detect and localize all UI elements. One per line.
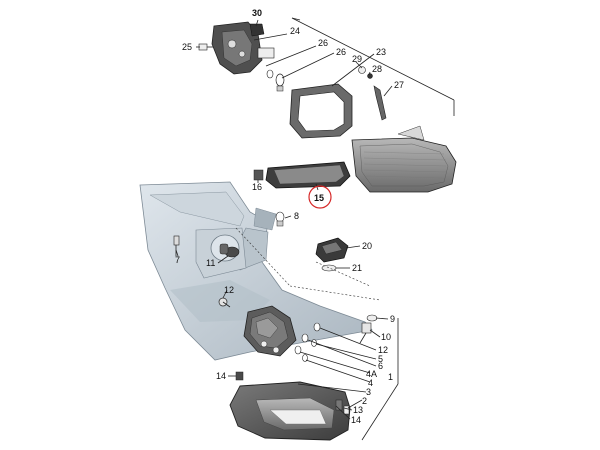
- clip-part-30: [249, 23, 265, 37]
- callout-1: 1: [388, 372, 393, 382]
- callout-14-lower: 14: [351, 415, 361, 425]
- mounting-stud-part-9-10: [359, 314, 378, 344]
- callout-13: 13: [353, 405, 363, 415]
- callout-30: 30: [252, 8, 262, 18]
- tail-light-lens-upper: [351, 125, 457, 193]
- callout-7: 7: [175, 255, 180, 265]
- gasket-part-23: [289, 83, 353, 139]
- callout-21: 21: [352, 263, 362, 273]
- bracket-part-27: [373, 85, 387, 121]
- tail-light-lens-lower: [229, 381, 351, 441]
- callout-5: 5: [378, 354, 383, 364]
- license-plate-lamp-part-20: [315, 237, 349, 263]
- callout-12-right: 12: [378, 345, 388, 355]
- callout-27: 27: [394, 80, 404, 90]
- callout-24: 24: [290, 26, 300, 36]
- callout-29: 29: [352, 54, 362, 64]
- callout-14-upper: 14: [216, 371, 226, 381]
- callout-2: 2: [362, 396, 367, 406]
- nut-part-28-29: [358, 66, 373, 79]
- callout-3: 3: [366, 387, 371, 397]
- highlight-circle-part-15: [308, 185, 332, 209]
- callout-28: 28: [372, 64, 382, 74]
- bulb-socket-part-11: [219, 243, 240, 258]
- callout-6: 6: [378, 361, 383, 371]
- callout-4: 4: [368, 378, 373, 388]
- callout-26-lower: 26: [336, 47, 346, 57]
- callout-23: 23: [376, 47, 386, 57]
- bulbs-part-26: [266, 69, 285, 92]
- bulb-part-8: [275, 211, 285, 227]
- callout-20: 20: [362, 241, 372, 251]
- callout-26-upper: 26: [318, 38, 328, 48]
- callout-15: 15: [314, 193, 324, 203]
- tail-light-bulb-carrier: [243, 305, 297, 357]
- screw-part-25: [198, 43, 213, 51]
- third-brake-light-part-15: [265, 161, 351, 189]
- callout-labels: 30 24 25 26 26 23 29 28 27 16 15 8 20 21…: [175, 8, 404, 425]
- callout-11: 11: [206, 258, 215, 268]
- callout-25: 25: [182, 42, 192, 52]
- callout-10: 10: [381, 332, 391, 342]
- screw-part-12: [218, 297, 231, 308]
- clip-part-13-14: [335, 399, 350, 415]
- callout-4a: 4A: [366, 369, 377, 379]
- callout-8: 8: [294, 211, 299, 221]
- callout-12: 12: [224, 285, 234, 295]
- clip-part-14: [235, 371, 244, 381]
- connector-part-16: [253, 169, 264, 181]
- callout-16: 16: [252, 182, 262, 192]
- leader-lines: [175, 17, 455, 441]
- callout-9: 9: [390, 314, 395, 324]
- tail-light-bulbs: [294, 322, 321, 362]
- bulb-holder-part-24: [211, 21, 275, 75]
